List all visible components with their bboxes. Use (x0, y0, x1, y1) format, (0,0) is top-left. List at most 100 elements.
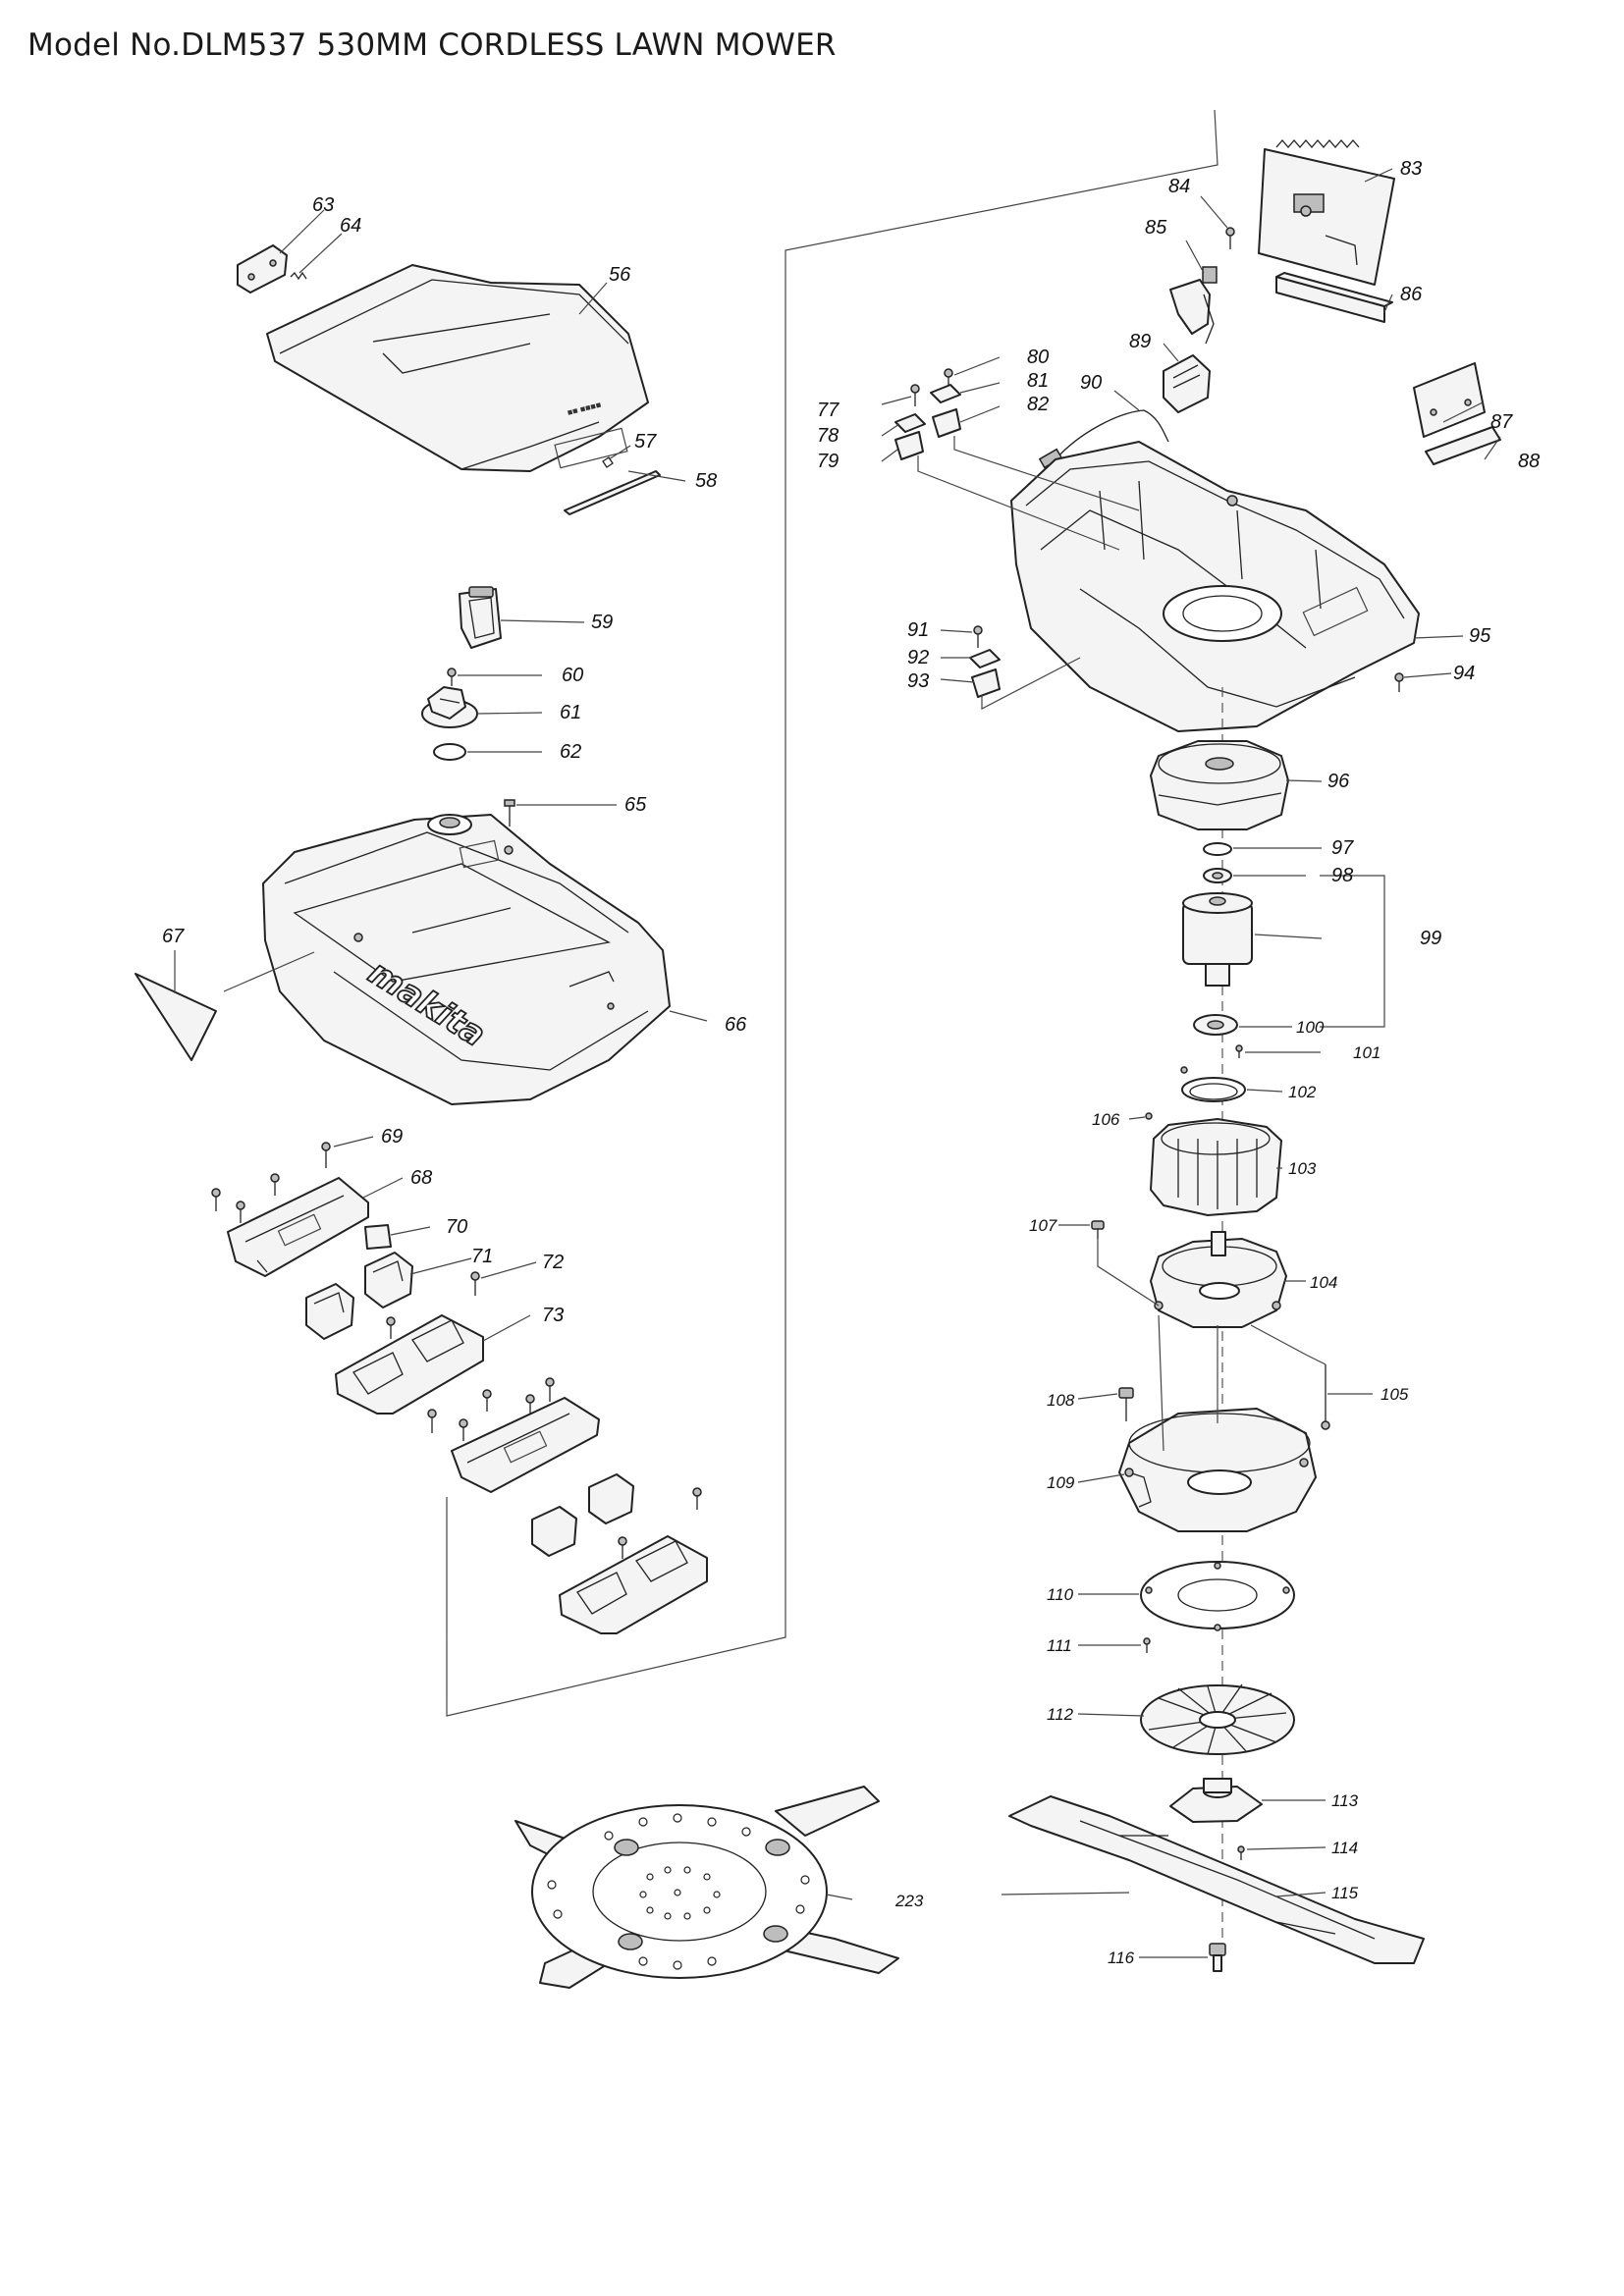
part-89-micro-switch (1163, 354, 1211, 413)
label-72: 72 (542, 1252, 564, 1273)
part-77-screw (910, 384, 920, 406)
label-82: 82 (1027, 394, 1049, 415)
label-112: 112 (1047, 1705, 1074, 1724)
part-61-height-knob (421, 686, 478, 728)
label-114: 114 (1331, 1839, 1358, 1857)
label-85: 85 (1145, 217, 1167, 239)
label-96: 96 (1327, 771, 1350, 792)
part-63-cover-latch (237, 244, 288, 294)
part-62-o-ring (433, 743, 466, 761)
label-100: 100 (1296, 1018, 1325, 1037)
part-104-motor-bracket (1150, 1231, 1287, 1328)
label-110: 110 (1047, 1585, 1074, 1604)
label-116: 116 (1108, 1949, 1135, 1967)
label-60: 60 (562, 665, 583, 686)
part-108-bolt (1118, 1387, 1134, 1421)
label-77: 77 (817, 400, 839, 421)
label-86: 86 (1400, 284, 1423, 305)
label-63: 63 (312, 194, 334, 216)
part-101-screw (1235, 1044, 1243, 1058)
label-115: 115 (1331, 1884, 1359, 1902)
part-82-holder (932, 408, 961, 438)
part-58-shaft (564, 470, 661, 515)
leader-lines (174, 168, 1501, 1958)
part-105-long-bolt (1321, 1364, 1330, 1430)
part-68-battery-bracket (227, 1177, 369, 1277)
assembly-group-outline (446, 109, 1218, 1717)
label-104: 104 (1310, 1273, 1337, 1292)
label-84: 84 (1168, 176, 1190, 197)
label-113: 113 (1331, 1791, 1359, 1810)
part-87-sub-board (1413, 362, 1486, 438)
part-66-upper-housing: makita (262, 814, 671, 1105)
label-81: 81 (1027, 370, 1049, 392)
part-92-clamp (969, 649, 1001, 668)
part-107-screw (1091, 1220, 1105, 1239)
label-99: 99 (1420, 928, 1441, 949)
part-113-blade-adapter (1169, 1778, 1263, 1823)
label-107: 107 (1029, 1216, 1057, 1235)
label-93: 93 (907, 670, 929, 692)
label-79: 79 (817, 451, 839, 472)
part-96-motor-cover (1150, 740, 1289, 830)
label-94: 94 (1453, 663, 1475, 684)
label-70: 70 (446, 1216, 467, 1238)
label-67: 67 (162, 926, 185, 947)
label-92: 92 (907, 647, 929, 668)
label-62: 62 (560, 741, 581, 763)
label-91: 91 (907, 619, 929, 641)
label-56: 56 (609, 264, 631, 286)
label-90: 90 (1080, 372, 1102, 394)
label-98: 98 (1331, 865, 1353, 886)
part-72-screw (386, 1271, 480, 1339)
label-73: 73 (542, 1305, 564, 1326)
part-84-screw (1225, 227, 1235, 249)
label-87: 87 (1490, 411, 1513, 433)
part-106-screw (1145, 1112, 1153, 1120)
label-109: 109 (1047, 1473, 1075, 1492)
part-67-side-plate (135, 973, 217, 1061)
part-81-clamp (930, 384, 961, 403)
part-91-screw (973, 625, 983, 648)
label-61: 61 (560, 702, 581, 723)
part-83-controller-board (1258, 139, 1395, 286)
part-69-screws (211, 1142, 331, 1223)
label-108: 108 (1047, 1391, 1075, 1410)
part-114-screw (1237, 1845, 1245, 1860)
part-93-holder (971, 668, 1001, 698)
part-99-rotor (1182, 892, 1253, 987)
label-97: 97 (1331, 837, 1354, 859)
label-223: 223 (894, 1892, 924, 1910)
label-80: 80 (1027, 347, 1049, 368)
part-60-screw (447, 667, 457, 686)
part-73-battery-holder (335, 1314, 492, 1415)
part-100-bearing (1193, 1014, 1238, 1036)
part-65-screw (504, 799, 515, 827)
part-95-motor-housing (1010, 441, 1420, 732)
label-106: 106 (1092, 1110, 1120, 1129)
part-98-bearing (1203, 868, 1232, 883)
part-116-blade-bolt (1209, 1943, 1226, 1972)
part-103-stator (1150, 1118, 1282, 1216)
label-105: 105 (1380, 1385, 1409, 1404)
part-57-clip (602, 456, 614, 468)
label-58: 58 (695, 470, 717, 492)
page-title: Model No.DLM537 530MM CORDLESS LAWN MOWE… (27, 27, 837, 63)
part-85-switch (1169, 266, 1218, 345)
part-64-spring (290, 271, 307, 281)
label-101: 101 (1353, 1043, 1380, 1062)
label-57: 57 (634, 431, 657, 453)
label-71: 71 (471, 1246, 493, 1267)
label-66: 66 (725, 1014, 747, 1036)
part-115-blade (1008, 1795, 1425, 1964)
part-78-clamp (894, 413, 926, 433)
label-89: 89 (1129, 331, 1151, 352)
part-59-key (459, 586, 502, 649)
part-97-washer (1203, 842, 1232, 856)
label-95: 95 (1469, 625, 1491, 647)
label-68: 68 (410, 1167, 432, 1189)
part-70-pad (364, 1224, 392, 1250)
label-88: 88 (1518, 451, 1540, 472)
label-59: 59 (591, 612, 613, 633)
